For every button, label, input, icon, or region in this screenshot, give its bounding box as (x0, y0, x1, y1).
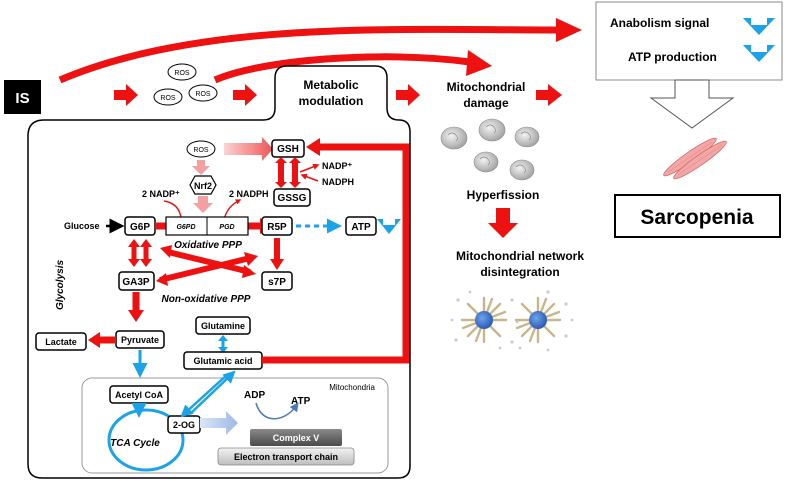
ros-inner: ROS (186, 140, 216, 158)
g6pd-label: G6PD (176, 224, 195, 231)
gsh-node: GSH (271, 139, 305, 158)
svg-text:ROS: ROS (193, 147, 209, 154)
nrf2-label: Nrf2 (194, 181, 212, 191)
adp-label: ADP (244, 390, 265, 401)
ros-to-nrf2-arrow (192, 160, 210, 175)
glutamic-acid-node: Glutamic acid (183, 351, 263, 370)
pyruvate-node: Pyruvate (115, 330, 165, 349)
nrf2-to-g6pd-arrow (193, 196, 213, 213)
svg-text:ROS: ROS (160, 95, 176, 102)
metabolic-modulation-line2: modulation (299, 94, 364, 108)
anabolism-signal-label: Anabolism signal (610, 16, 709, 30)
mito-network-line2: disintegration (480, 265, 559, 279)
hyperfission-label: Hyperfission (467, 188, 540, 202)
g6p-ga3p-arrows (128, 239, 152, 267)
tca-to-etc-arrow (200, 411, 238, 435)
is-box: IS (4, 80, 41, 114)
mitochondria-label: Mitochondria (329, 383, 375, 392)
signal-box (595, 1, 783, 81)
svg-text:ROS: ROS (174, 70, 190, 77)
svg-text:GSSG: GSSG (278, 193, 307, 204)
is-label: IS (15, 90, 29, 107)
tca-cycle-label: TCA Cycle (110, 438, 160, 449)
hyperfission-down-arrow (488, 208, 518, 238)
flow-arrow-2 (233, 84, 257, 106)
to-sarcopenia-arrow (649, 79, 735, 129)
ros-to-gsh-arrow (224, 137, 273, 161)
glutamic-to-gsh-arrow (262, 143, 410, 364)
anabolism-down-arrow (743, 18, 775, 35)
two-nadph-label: 2 NADPH (229, 189, 269, 199)
gssg-node: GSSG (273, 188, 311, 207)
gsh-gssg-cycle-arrows (275, 157, 320, 188)
flow-arrow-4 (536, 84, 562, 106)
pgd-label: PGD (219, 224, 234, 231)
ros-top-3: ROS (188, 84, 218, 102)
flow-arrow-3 (396, 84, 420, 106)
svg-text:Glutamic acid: Glutamic acid (193, 356, 252, 366)
non-oxidative-ppp-arrows (156, 238, 284, 286)
nrf2-hexagon: Nrf2 (189, 175, 217, 195)
s7p-node: s7P (261, 271, 293, 291)
glutamine-node: Glutamine (195, 316, 251, 335)
oxidative-ppp-label: Oxidative PPP (174, 240, 242, 251)
flow-arrow-1 (114, 84, 138, 106)
etc-label: Electron transport chain (234, 452, 338, 462)
acetyl-coa-node: Acetyl CoA (109, 385, 169, 404)
glycolysis-label: Glycolysis (55, 260, 66, 310)
r5p-node: R5P (261, 216, 293, 236)
svg-text:GA3P: GA3P (122, 277, 150, 288)
svg-text:Lactate: Lactate (45, 337, 77, 347)
non-oxidative-ppp-label: Non-oxidative PPP (162, 294, 251, 305)
two-og-node: 2-OG (167, 415, 201, 434)
disintegrated-cell-2 (514, 290, 574, 352)
atp2-label: ATP (291, 396, 311, 407)
glucose-label: Glucose (64, 221, 100, 231)
tca-cycle-circle (107, 408, 185, 472)
lactate-node: Lactate (35, 332, 87, 351)
mito-damage-line1: Mitochondrial (447, 80, 526, 94)
ga3p-node: GA3P (118, 271, 155, 291)
ros-top-1: ROS (167, 63, 197, 81)
svg-text:ATP: ATP (351, 222, 371, 233)
etc-box: Electron transport chain (217, 447, 355, 466)
two-nadp-label: 2 NADP⁺ (142, 189, 180, 199)
disintegrated-cell-1 (450, 290, 519, 350)
sarcopenia-label: Sarcopenia (640, 206, 754, 229)
svg-text:GSH: GSH (277, 144, 299, 155)
metabolic-modulation-frame (27, 65, 411, 479)
atp-node: ATP (345, 216, 377, 236)
ros-top-2: ROS (153, 88, 183, 106)
svg-text:Glutamine: Glutamine (201, 321, 245, 331)
complex-v-box: Complex V (250, 429, 342, 446)
ros-to-damage-arrow (213, 53, 471, 84)
mito-network-line1: Mitochondrial network (456, 249, 584, 263)
g6pd-pgd-box: G6PD PGD (165, 216, 249, 236)
svg-text:R5P: R5P (267, 222, 287, 233)
mito-damage-line2: damage (463, 96, 509, 110)
complex-v-label: Complex V (273, 433, 320, 443)
is-to-anabolism-arrow (58, 25, 561, 84)
metabolic-modulation-line1: Metabolic (303, 78, 359, 92)
svg-text:s7P: s7P (268, 277, 286, 288)
svg-text:Pyruvate: Pyruvate (121, 335, 159, 345)
svg-text:2-OG: 2-OG (173, 420, 195, 430)
atp-down-arrow (743, 45, 775, 62)
svg-text:G6P: G6P (130, 222, 150, 233)
nadph-label: NADPH (322, 177, 354, 187)
svg-text:Acetyl CoA: Acetyl CoA (115, 390, 164, 400)
svg-text:ROS: ROS (195, 91, 211, 98)
mitochondria-coins (440, 118, 540, 181)
nadp-plus-label: NADP⁺ (322, 161, 353, 171)
atp-production-label: ATP production (628, 50, 717, 64)
sarcopenia-box (614, 194, 781, 238)
muscle-icon (663, 137, 727, 180)
g6p-node: G6P (124, 216, 156, 236)
atp-inner-down-arrow (377, 219, 401, 234)
